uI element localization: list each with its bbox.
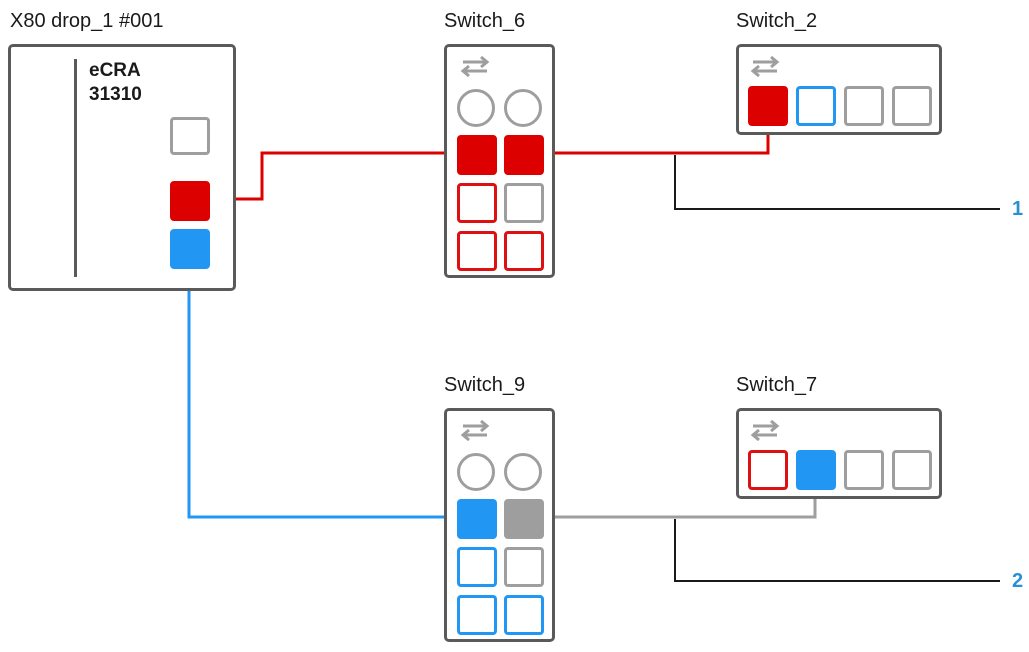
link-red-switch6-to-switch2 bbox=[544, 126, 770, 155]
bidirectional-arrows-icon bbox=[460, 419, 490, 441]
switch6-port-red-1[interactable] bbox=[457, 135, 497, 175]
switch9-port-circle-1[interactable] bbox=[457, 453, 495, 491]
switch6-port-5[interactable] bbox=[457, 231, 497, 271]
switch6-port-6[interactable] bbox=[504, 231, 544, 271]
drop-port-red[interactable] bbox=[170, 181, 210, 221]
switch6-title: Switch_6 bbox=[444, 10, 526, 32]
switch9-port-3[interactable] bbox=[457, 547, 497, 587]
switch9-port-blue[interactable] bbox=[457, 499, 497, 539]
switch9-port-6[interactable] bbox=[504, 595, 544, 635]
link-blue-drop-to-switch9 bbox=[187, 268, 455, 519]
drop-port-blue[interactable] bbox=[170, 229, 210, 269]
switch6-port-4[interactable] bbox=[504, 183, 544, 223]
switch9-port-gray[interactable] bbox=[504, 499, 544, 539]
callout-2-leader bbox=[674, 519, 1000, 582]
bidirectional-arrows-icon bbox=[750, 55, 780, 77]
drop-port-unused[interactable] bbox=[170, 117, 210, 155]
callout-1-leader bbox=[674, 155, 1000, 210]
switch6-box[interactable] bbox=[444, 44, 555, 278]
switch9-port-5[interactable] bbox=[457, 595, 497, 635]
callout-1: 1 bbox=[1012, 198, 1024, 220]
switch2-title: Switch_2 bbox=[736, 10, 818, 32]
switch6-port-circle-2[interactable] bbox=[504, 89, 542, 127]
switch7-title: Switch_7 bbox=[736, 374, 818, 396]
drop-module[interactable]: eCRA 31310 bbox=[8, 44, 236, 291]
switch9-port-4[interactable] bbox=[504, 547, 544, 587]
switch9-title: Switch_9 bbox=[444, 374, 526, 396]
switch6-port-3[interactable] bbox=[457, 183, 497, 223]
link-red-drop-to-switch6 bbox=[208, 151, 455, 201]
switch2-port-4[interactable] bbox=[892, 86, 932, 126]
module-name-line1: eCRA bbox=[89, 60, 141, 81]
switch7-port-3[interactable] bbox=[844, 450, 884, 490]
switch6-port-red-2[interactable] bbox=[504, 135, 544, 175]
bidirectional-arrows-icon bbox=[460, 55, 490, 77]
switch2-port-red[interactable] bbox=[748, 86, 788, 126]
drop-title: X80 drop_1 #001 bbox=[10, 10, 164, 32]
module-name-line2: 31310 bbox=[89, 84, 142, 105]
switch7-box[interactable] bbox=[736, 408, 942, 499]
switch9-box[interactable] bbox=[444, 408, 555, 642]
switch2-port-3[interactable] bbox=[844, 86, 884, 126]
bidirectional-arrows-icon bbox=[750, 419, 780, 441]
switch6-port-circle-1[interactable] bbox=[457, 89, 495, 127]
switch7-port-1[interactable] bbox=[748, 450, 788, 490]
switch9-port-circle-2[interactable] bbox=[504, 453, 542, 491]
switch7-port-4[interactable] bbox=[892, 450, 932, 490]
switch7-port-blue[interactable] bbox=[796, 450, 836, 490]
switch2-port-2[interactable] bbox=[796, 86, 836, 126]
module-divider bbox=[74, 59, 77, 277]
module-name: eCRA 31310 bbox=[89, 59, 142, 107]
callout-2: 2 bbox=[1012, 570, 1024, 592]
switch2-box[interactable] bbox=[736, 44, 942, 135]
